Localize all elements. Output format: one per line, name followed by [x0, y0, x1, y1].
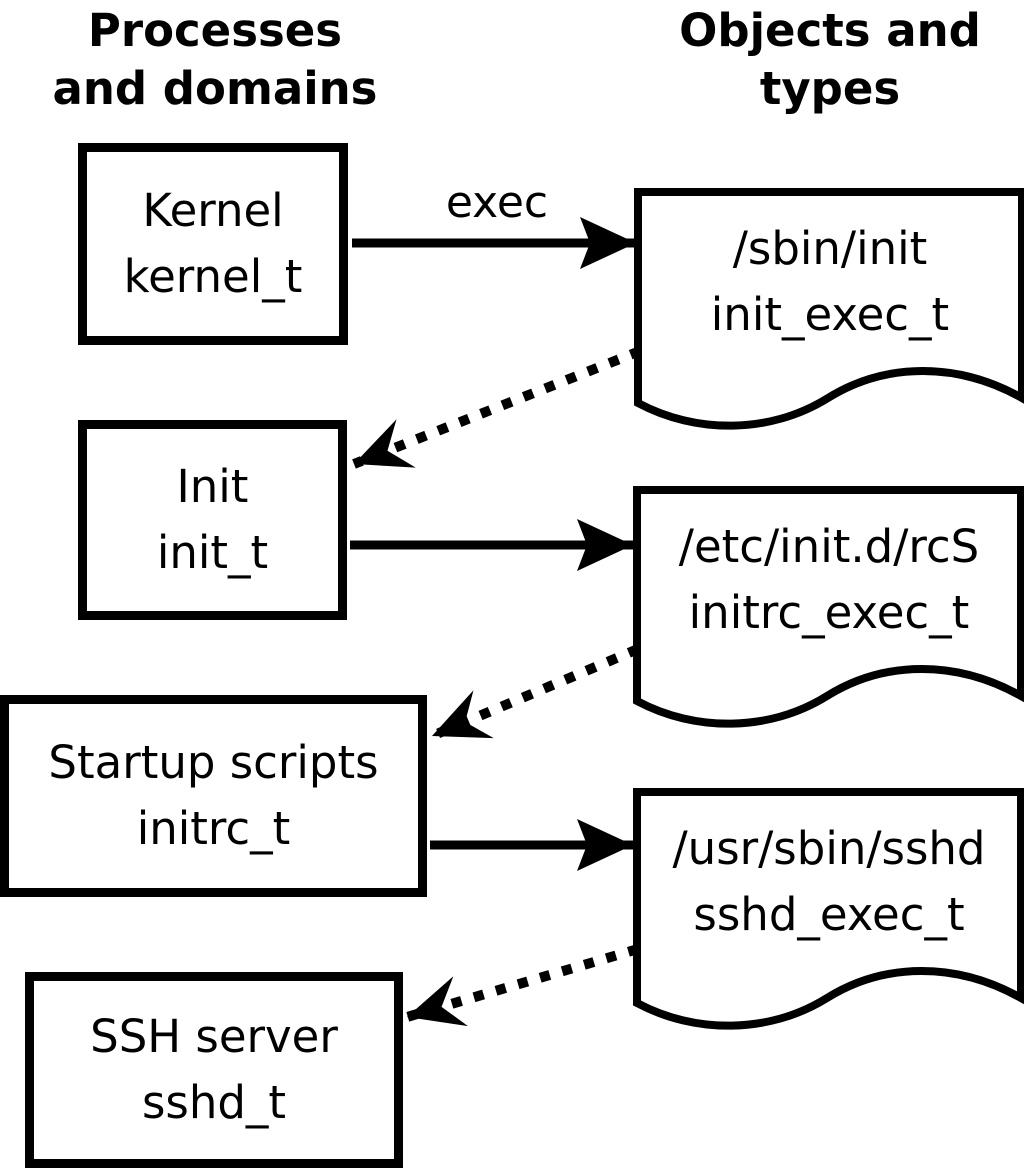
object-type: initrc_exec_t: [688, 586, 970, 639]
object-path: /usr/sbin/sshd: [672, 822, 986, 875]
process-box-kernel: Kernel kernel_t: [78, 143, 348, 345]
heading-line: Processes: [87, 4, 343, 57]
object-label-usr-sbin-sshd: /usr/sbin/sshd sshd_exec_t: [637, 792, 1021, 948]
object-path: /etc/init.d/rcS: [678, 520, 980, 573]
document-shape-etc-initd-rcs: [633, 486, 1024, 728]
transition-arrow-init-exec-to-init: [352, 346, 642, 469]
transition-arrow-initrc-exec-to-initrc: [430, 644, 640, 741]
object-type: init_exec_t: [710, 288, 950, 341]
process-domain-type: kernel_t: [123, 250, 303, 303]
document-shape-usr-sbin-sshd: [633, 788, 1024, 1030]
heading-line: and domains: [52, 62, 378, 115]
process-name: Startup scripts: [48, 736, 379, 789]
heading-line: types: [759, 62, 901, 115]
transition-arrow-sshd-exec-to-sshd: [405, 944, 640, 1027]
document-shape-sbin-init: [634, 188, 1024, 430]
process-name: Init: [176, 460, 249, 513]
object-label-etc-initd-rcs: /etc/init.d/rcS initrc_exec_t: [637, 490, 1021, 646]
process-box-ssh-server: SSH server sshd_t: [25, 972, 403, 1168]
process-box-startup-scripts: Startup scripts initrc_t: [0, 695, 427, 897]
heading-line: Objects and: [679, 4, 981, 57]
process-name: Kernel: [142, 184, 284, 237]
object-path: /sbin/init: [732, 222, 928, 275]
heading-processes-and-domains: Processes and domains: [0, 2, 435, 118]
process-domain-type: initrc_t: [136, 802, 291, 855]
process-name: SSH server: [90, 1010, 338, 1063]
heading-objects-and-types: Objects and types: [610, 2, 1024, 118]
process-domain-type: init_t: [156, 526, 269, 579]
object-label-sbin-init: /sbin/init init_exec_t: [638, 192, 1022, 348]
object-type: sshd_exec_t: [693, 888, 965, 941]
exec-arrow-label: exec: [445, 177, 549, 228]
process-domain-type: sshd_t: [141, 1076, 287, 1129]
process-box-init: Init init_t: [78, 420, 347, 620]
